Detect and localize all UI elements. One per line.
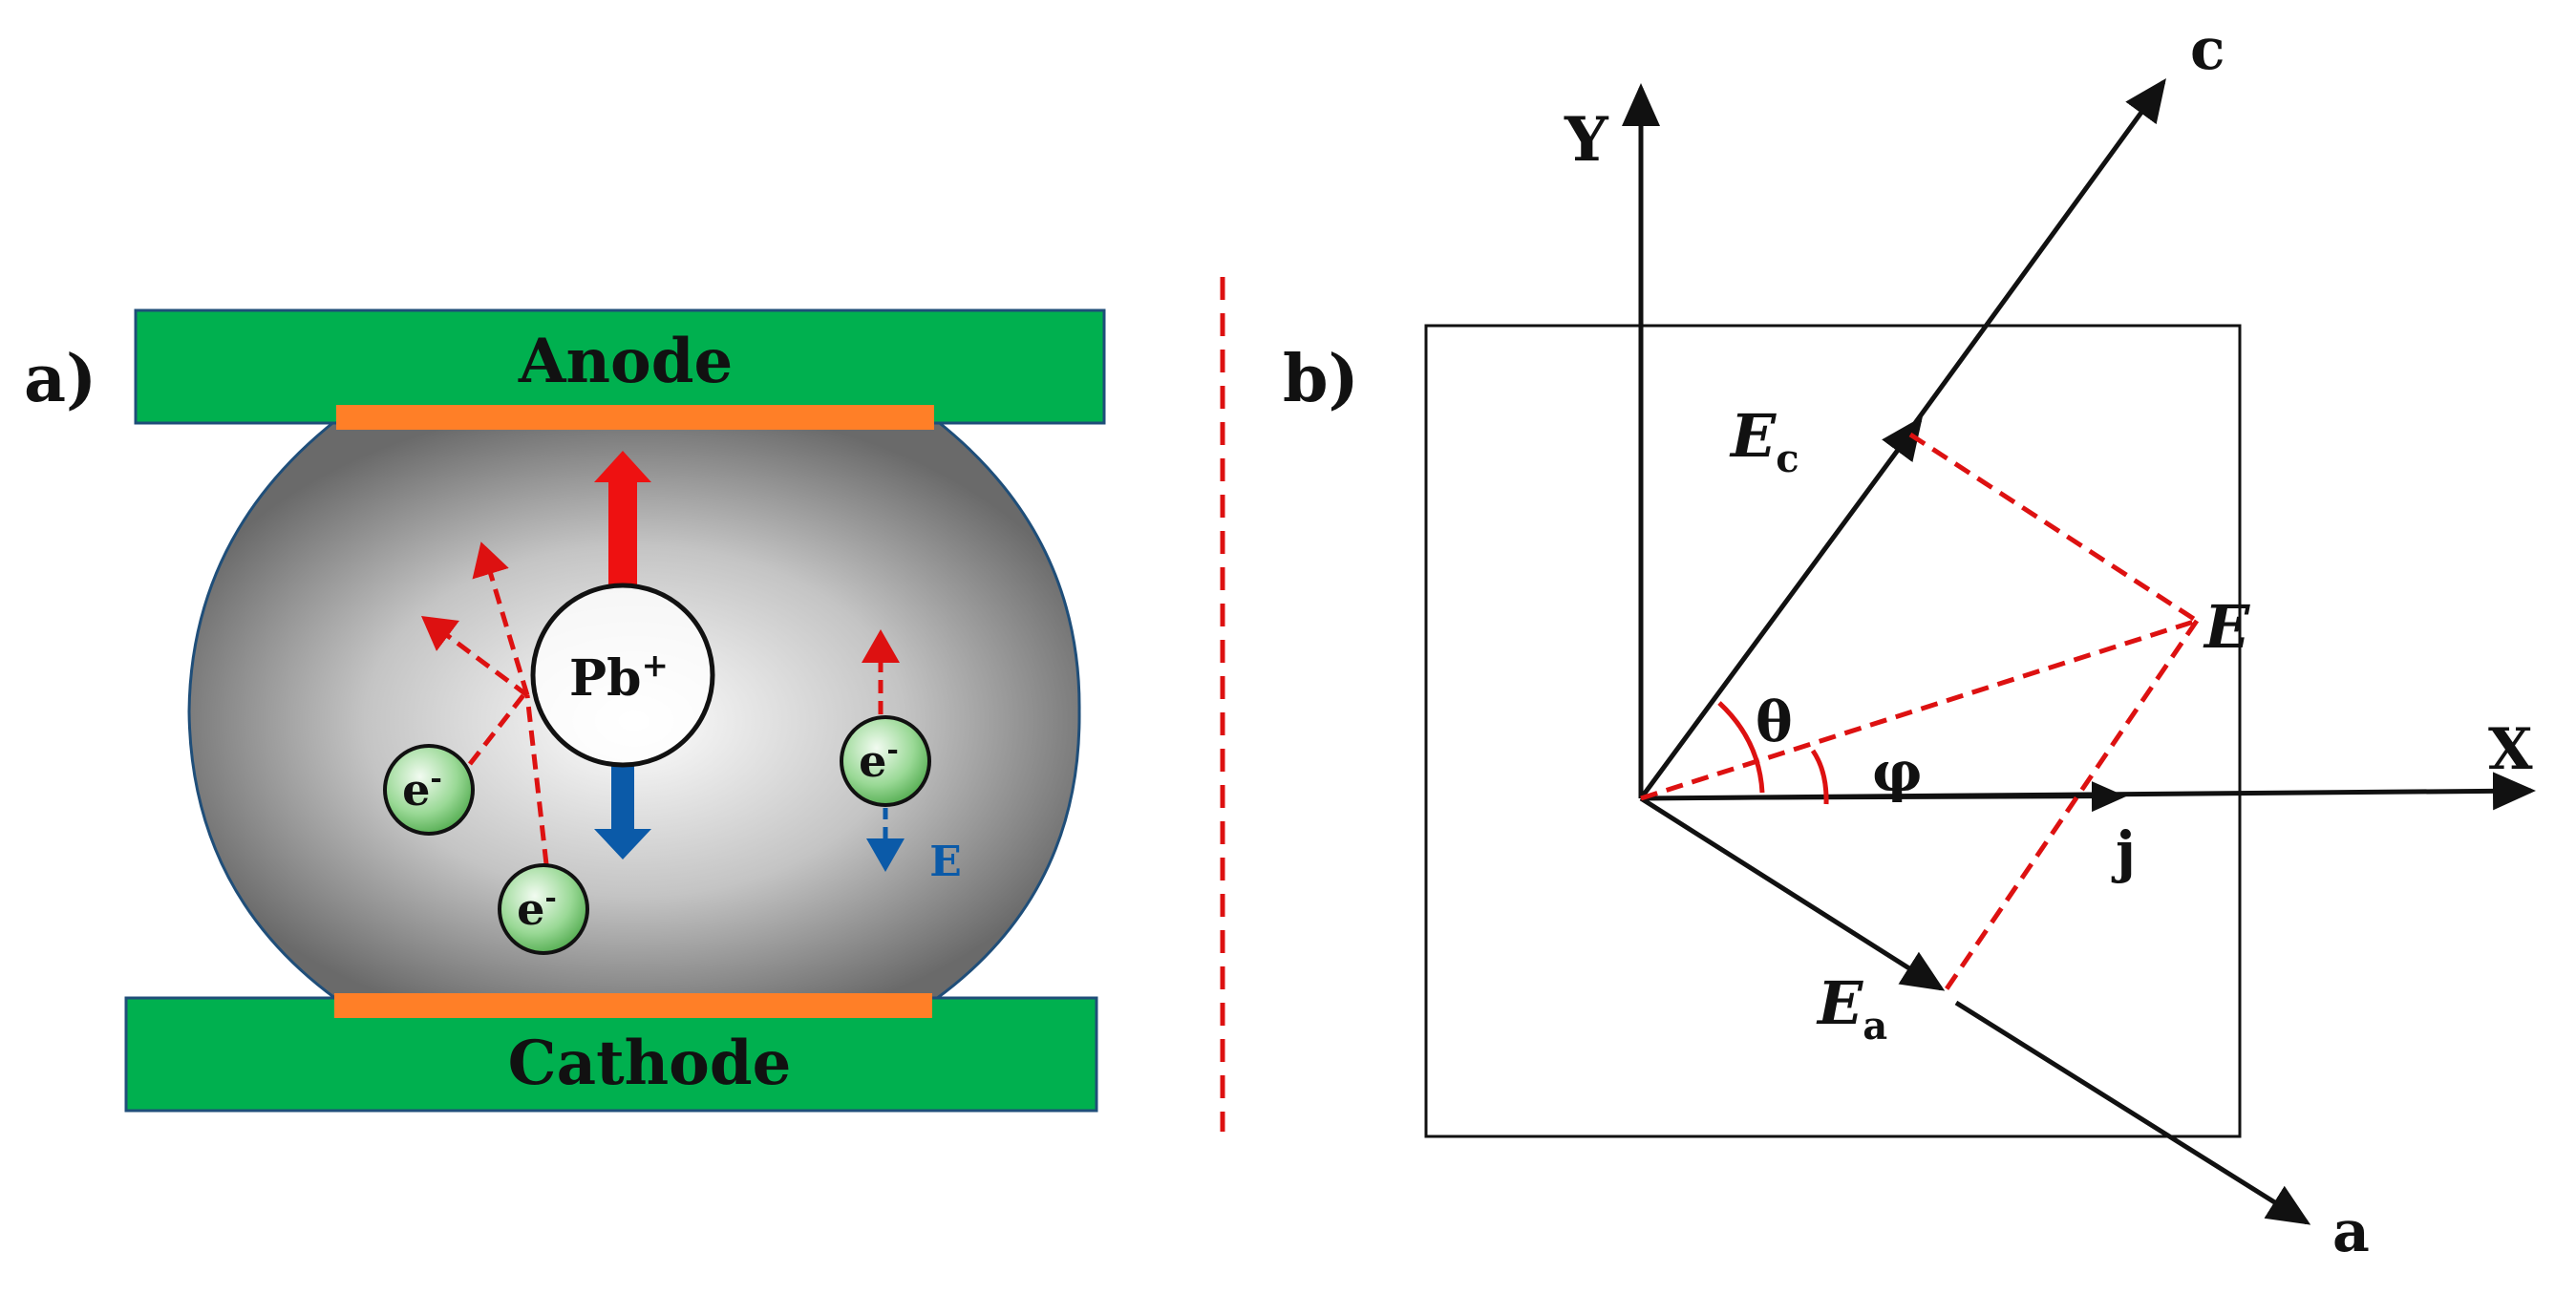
electron-2	[498, 863, 589, 955]
a-axis-label: a	[2332, 1199, 2370, 1265]
lead-ion	[530, 583, 715, 768]
ec-label: Ec	[1729, 401, 1799, 481]
a-component-vector	[1639, 795, 1946, 991]
electron-1-incoming-path	[468, 693, 525, 766]
electron-scatter-paths	[420, 541, 549, 865]
electron-3	[840, 715, 931, 807]
cathode-contact-strip	[334, 993, 932, 1018]
field-label: E	[929, 838, 962, 886]
electron-2-incoming-path	[524, 694, 549, 865]
current-vector-j	[1640, 781, 2126, 813]
ea-label: Ea	[1816, 968, 1887, 1049]
projection-to-c	[1908, 432, 2199, 624]
phi-arc	[1810, 749, 1829, 805]
c-axis	[1907, 77, 2166, 432]
panel-a-label: a)	[24, 341, 96, 417]
panel-b-label: b)	[1283, 341, 1359, 417]
field-e-label: E	[2203, 592, 2250, 662]
scatter-path-left	[420, 616, 529, 698]
theta-arc	[1717, 701, 1765, 794]
c-component-vector	[1638, 415, 1923, 800]
sample-frame	[1424, 324, 2242, 1138]
electron-2-label: e-	[517, 881, 557, 935]
field-construction	[1640, 432, 2200, 995]
anode-electrode	[134, 308, 1106, 425]
scatter-path-up	[472, 541, 530, 696]
c-axis-label: c	[2190, 16, 2225, 83]
projection-to-a	[1941, 619, 2200, 995]
anode-label: Anode	[518, 326, 733, 397]
ion-up-arrow	[594, 451, 651, 584]
electron-3-label: e-	[859, 733, 899, 787]
ion-down-arrow	[594, 764, 651, 859]
x-axis-label: X	[2488, 716, 2533, 783]
j-label: j	[2111, 819, 2136, 884]
anode-contact-strip	[336, 405, 934, 430]
theta-label: θ	[1756, 689, 1793, 754]
electron-1-label: e-	[402, 762, 442, 816]
field-vector-e	[1640, 618, 2198, 801]
electron-1	[383, 744, 475, 836]
phi-label: φ	[1872, 739, 1922, 804]
a-axis	[1954, 1000, 2311, 1225]
cathode-label: Cathode	[508, 1028, 792, 1099]
lead-ion-label: Pb+	[569, 647, 669, 708]
y-axis-label: Y	[1564, 104, 1609, 176]
